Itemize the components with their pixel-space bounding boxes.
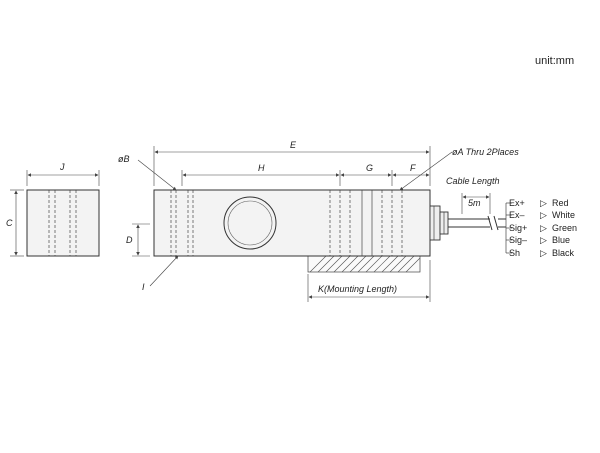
unit-label: unit:mm [535,55,574,67]
strain-gauge-hole [223,196,277,250]
svg-text:▷: ▷ [540,210,547,220]
wire-signal-5: Sh [509,248,520,258]
svg-text:▷: ▷ [540,235,547,245]
wire-color-5: Black [552,248,575,258]
wire-color-1: Red [552,198,569,208]
cable-length-value: 5m [468,198,481,208]
label-f: F [410,163,416,173]
label-h: H [258,163,265,173]
wire-color-4: Blue [552,235,570,245]
end-view: J C [6,162,100,257]
label-i: I [142,282,145,292]
label-phi-a: øA Thru 2Places [452,147,519,157]
wire-signal-4: Sig– [509,235,527,245]
beam-body [153,189,431,257]
label-phi-b: øB [118,154,130,164]
end-view-body [26,189,100,257]
wire-legend: Ex+ ▷ Red Ex– ▷ White Sig+ ▷ Green Sig– … [505,198,577,258]
label-j: J [59,162,65,172]
wire-color-2: White [552,210,575,220]
cable-length-label: Cable Length [446,176,500,186]
wire-color-3: Green [552,223,577,233]
cable-gland [429,205,441,241]
label-g: G [366,163,373,173]
label-d: D [126,235,133,245]
label-k: K(Mounting Length) [318,284,397,294]
svg-text:▷: ▷ [540,248,547,258]
wire-signal-2: Ex– [509,210,525,220]
svg-text:▷: ▷ [540,198,547,208]
side-view: E H G F øB øA Thru 2Places D I K(Mountin… [118,140,519,302]
wire-signal-3: Sig+ [509,223,527,233]
label-e: E [290,140,297,150]
wire-signal-1: Ex+ [509,198,525,208]
label-c: C [6,218,13,228]
svg-text:▷: ▷ [540,223,547,233]
